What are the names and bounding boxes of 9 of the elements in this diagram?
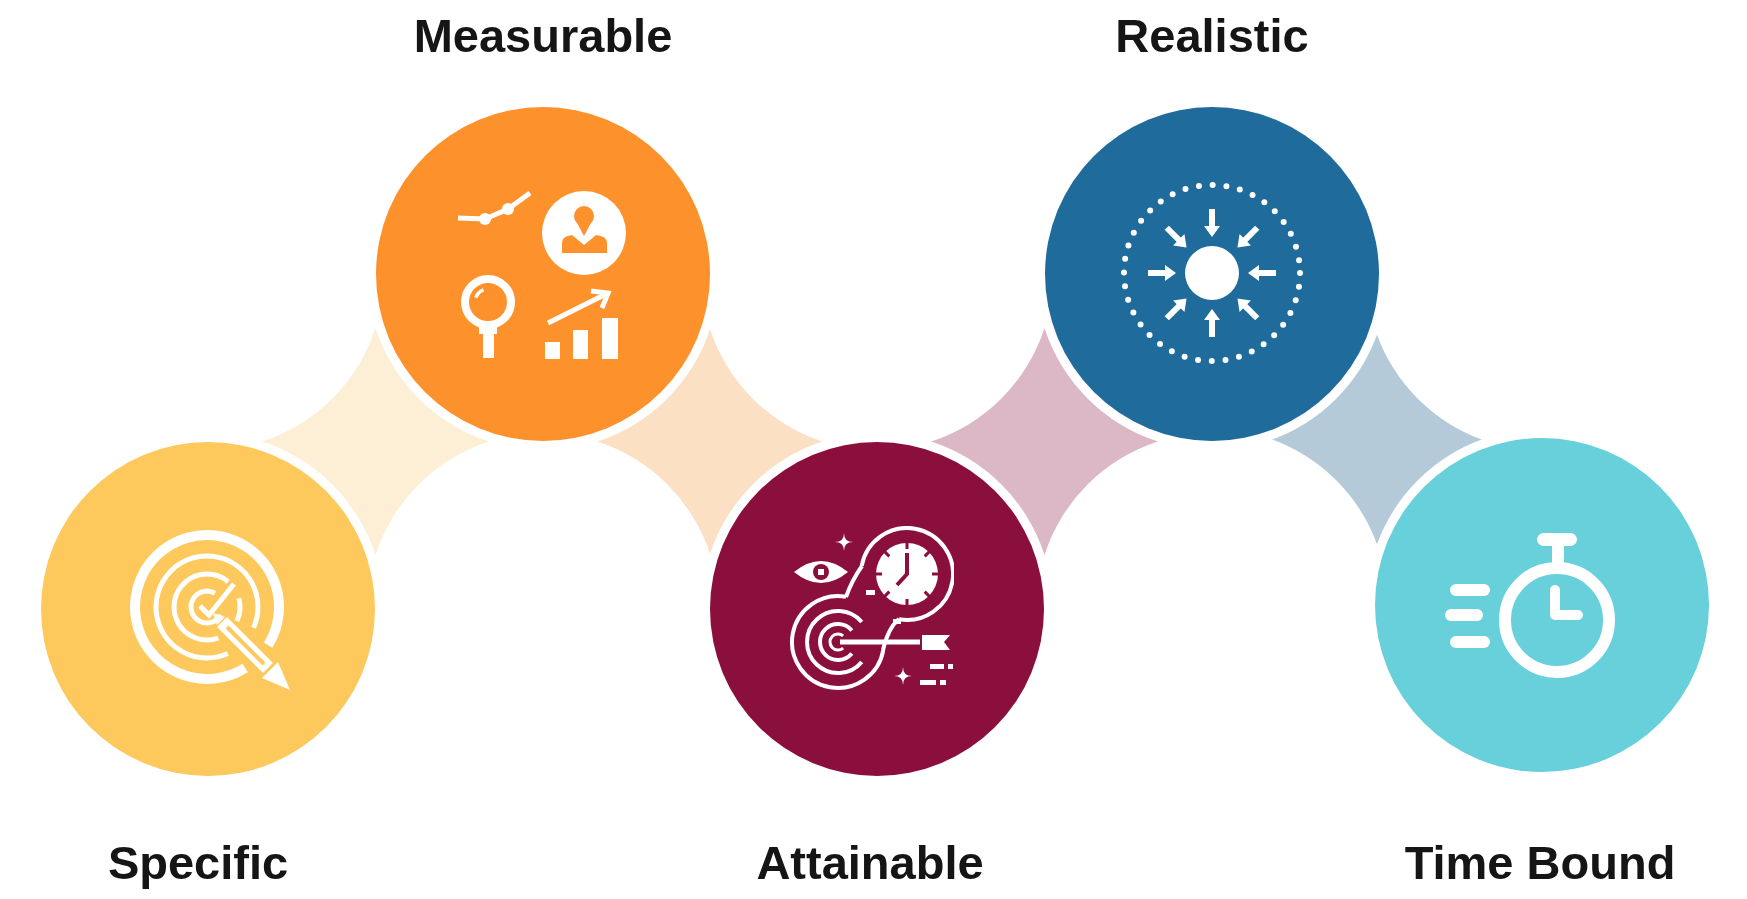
- star-connector: [1272, 334, 1482, 545]
- star-connector: [597, 329, 823, 554]
- step-heading: Attainable: [756, 836, 984, 890]
- step-heading: Specific: [107, 836, 289, 890]
- star-connector: [931, 328, 1158, 555]
- step-heading: Realistic: [1115, 9, 1309, 63]
- star-connector: [262, 328, 489, 555]
- step-heading: Time Bound: [1404, 836, 1676, 890]
- step-heading: Measurable: [413, 9, 673, 63]
